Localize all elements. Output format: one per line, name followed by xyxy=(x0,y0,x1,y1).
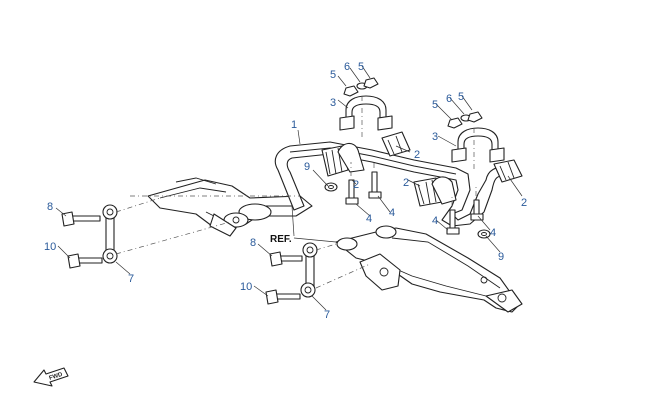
nut-5-left-b xyxy=(363,77,379,89)
callout-6-right: 6 xyxy=(446,93,452,105)
bolt-4-d xyxy=(470,199,484,221)
link-7-left xyxy=(102,204,118,264)
callout-4-a: 4 xyxy=(366,213,372,225)
callout-8-left: 8 xyxy=(47,201,53,213)
callout-2-c: 2 xyxy=(403,177,409,189)
bracket-right xyxy=(451,127,505,163)
callout-2-d: 2 xyxy=(521,197,527,209)
ref-label: REF. xyxy=(270,234,292,245)
callout-5-a: 5 xyxy=(330,69,336,81)
callout-5-c: 5 xyxy=(432,99,438,111)
right-a-arm xyxy=(335,225,523,313)
callout-3-right: 3 xyxy=(432,131,438,143)
bolt-8-left xyxy=(61,211,101,227)
bolt-4-a xyxy=(345,179,359,205)
nut-5-left-a xyxy=(343,85,359,97)
callout-10-left: 10 xyxy=(44,241,56,253)
washer-9-right xyxy=(477,229,491,239)
callouts: 1 2 2 2 2 2 3 3 4 4 4 4 5 5 5 5 6 6 7 7 … xyxy=(44,61,527,321)
bushing-upper-1 xyxy=(381,131,411,157)
callout-4-b: 4 xyxy=(389,207,395,219)
washer-9-left xyxy=(324,182,338,192)
callout-5-d: 5 xyxy=(458,91,464,103)
callout-8-right: 8 xyxy=(250,237,256,249)
callout-7-right: 7 xyxy=(324,309,330,321)
bar-bushing-left xyxy=(321,142,365,177)
callout-3-left: 3 xyxy=(330,97,336,109)
bolt-8-right xyxy=(269,251,303,267)
forward-arrow-icon: FWD xyxy=(33,367,69,387)
leader-lines xyxy=(55,65,523,311)
assembly-lines xyxy=(115,96,477,289)
callout-9-right: 9 xyxy=(498,251,504,263)
callout-7-left: 7 xyxy=(128,273,134,285)
nut-5-right-a xyxy=(447,117,463,129)
bolt-4-b xyxy=(368,171,382,199)
left-a-arm xyxy=(147,177,313,237)
bar-bushing-right xyxy=(413,176,457,207)
callout-5-b: 5 xyxy=(358,61,364,73)
forward-label: FWD xyxy=(49,372,64,382)
bushing-upper-2 xyxy=(493,159,523,183)
bracket-left xyxy=(339,95,393,131)
callout-4-d: 4 xyxy=(490,227,496,239)
bolt-10-right xyxy=(265,289,301,305)
bolt-10-left xyxy=(67,253,103,269)
link-7-right xyxy=(300,242,318,298)
callout-9-left: 9 xyxy=(304,161,310,173)
callout-2-b: 2 xyxy=(353,179,359,191)
callout-2-a: 2 xyxy=(414,149,420,161)
callout-6-left: 6 xyxy=(344,61,350,73)
callout-1: 1 xyxy=(291,119,297,131)
callout-10-right: 10 xyxy=(240,281,252,293)
bolt-4-c xyxy=(446,209,460,235)
nut-5-right-b xyxy=(467,111,483,123)
callout-4-c: 4 xyxy=(432,215,438,227)
